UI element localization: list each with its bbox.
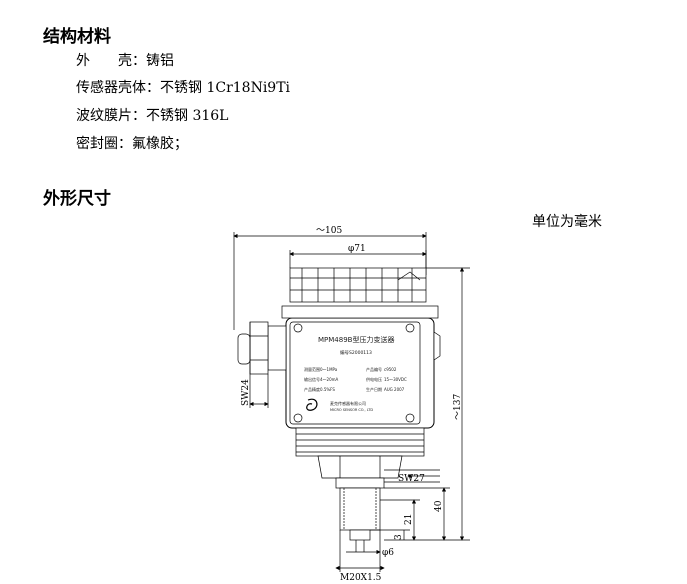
- nameplate-range-value: 0～1MPa: [320, 367, 338, 372]
- nameplate-date-value: AUG 2007: [384, 387, 405, 392]
- nameplate-code-value: c9502: [384, 367, 397, 372]
- nameplate-accuracy-value: 0.5%FS: [320, 387, 335, 392]
- dim-thread: M20X1.5: [340, 573, 382, 583]
- nameplate-accuracy-label: 产品精度: [304, 386, 320, 392]
- nameplate-code-label: 产品编号: [366, 366, 382, 372]
- material-diaphragm: 波纹膜片：不锈钢 316L: [76, 108, 229, 124]
- dim-port-height: 40: [434, 500, 444, 512]
- nameplate-output-label: 输出信号: [304, 376, 320, 382]
- nameplate-maker: 麦克传感器有限公司: [330, 400, 366, 406]
- nameplate-maker-en: MICRO SENSOR CO., LTD: [330, 408, 373, 412]
- material-sensor-shell: 传感器壳体：不锈钢 1Cr18Ni9Ti: [76, 80, 291, 96]
- dim-wrench-port: SW27: [398, 474, 425, 484]
- unit-note: 单位为毫米: [532, 214, 602, 230]
- dim-shoulder: 3: [394, 534, 404, 540]
- nameplate-output-value: 4～20mA: [320, 377, 339, 382]
- material-housing: 外 壳：铸铝: [76, 53, 174, 69]
- nameplate-model: MPM489B型压力变送器: [318, 335, 394, 344]
- nameplate-supply-value: 15～30VDC: [384, 377, 407, 382]
- nameplate-serial: 编号S2000113: [340, 349, 372, 356]
- logo-icon: [306, 398, 318, 411]
- materials-heading: 结构材料: [43, 27, 111, 47]
- dim-body-diameter: φ71: [348, 244, 366, 254]
- dim-wrench-gland: SW24: [241, 379, 251, 406]
- material-seal: 密封圈：氟橡胶；: [76, 136, 188, 152]
- nameplate-range-label: 测量范围: [304, 366, 320, 372]
- dim-height: ～137: [453, 394, 463, 420]
- dim-thread-length: 21: [404, 514, 414, 525]
- dimensions-heading: 外形尺寸: [43, 189, 111, 209]
- nameplate-date-label: 生产日期: [366, 386, 382, 392]
- dim-hole: φ6: [382, 548, 394, 558]
- dim-overall-width: ～105: [316, 226, 342, 236]
- nameplate-supply-label: 供电电压: [366, 376, 382, 382]
